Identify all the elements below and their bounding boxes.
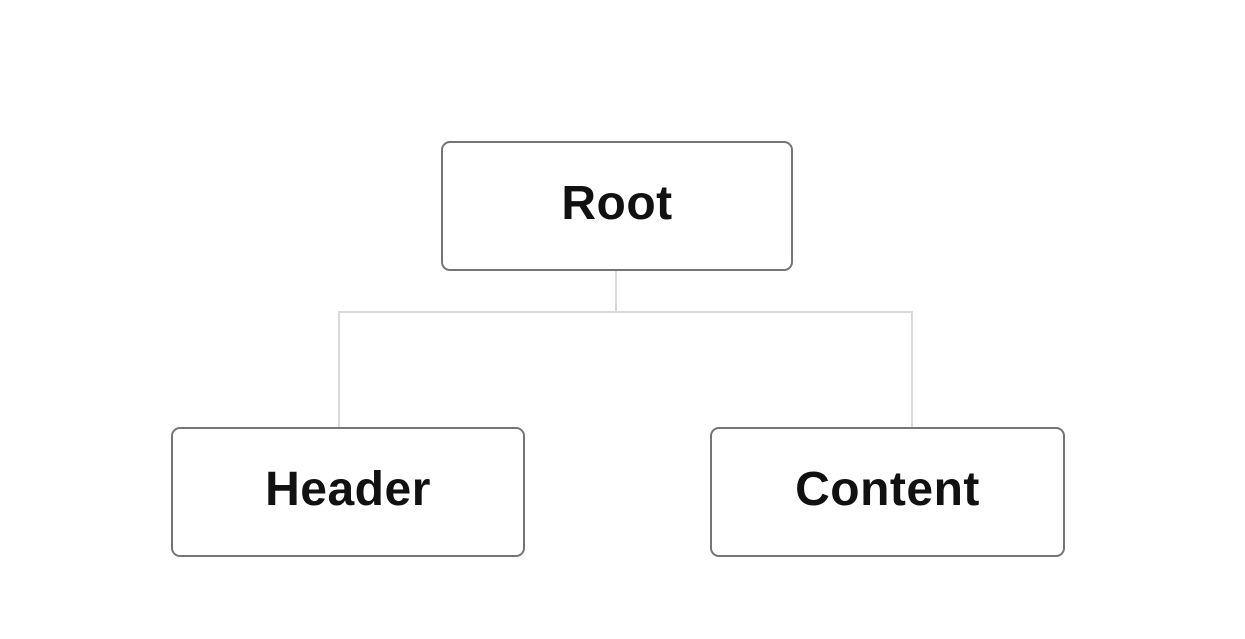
- node-header-label: Header: [265, 463, 431, 516]
- node-header[interactable]: Header: [171, 427, 525, 557]
- connector-root-to-content: [911, 311, 913, 427]
- node-root-label: Root: [561, 177, 673, 230]
- connector-horizontal-bus: [338, 311, 913, 313]
- connector-root-to-header: [338, 311, 340, 427]
- connector-root-stub: [615, 271, 617, 313]
- node-content-label: Content: [795, 463, 980, 516]
- node-content[interactable]: Content: [710, 427, 1065, 557]
- node-root[interactable]: Root: [441, 141, 793, 271]
